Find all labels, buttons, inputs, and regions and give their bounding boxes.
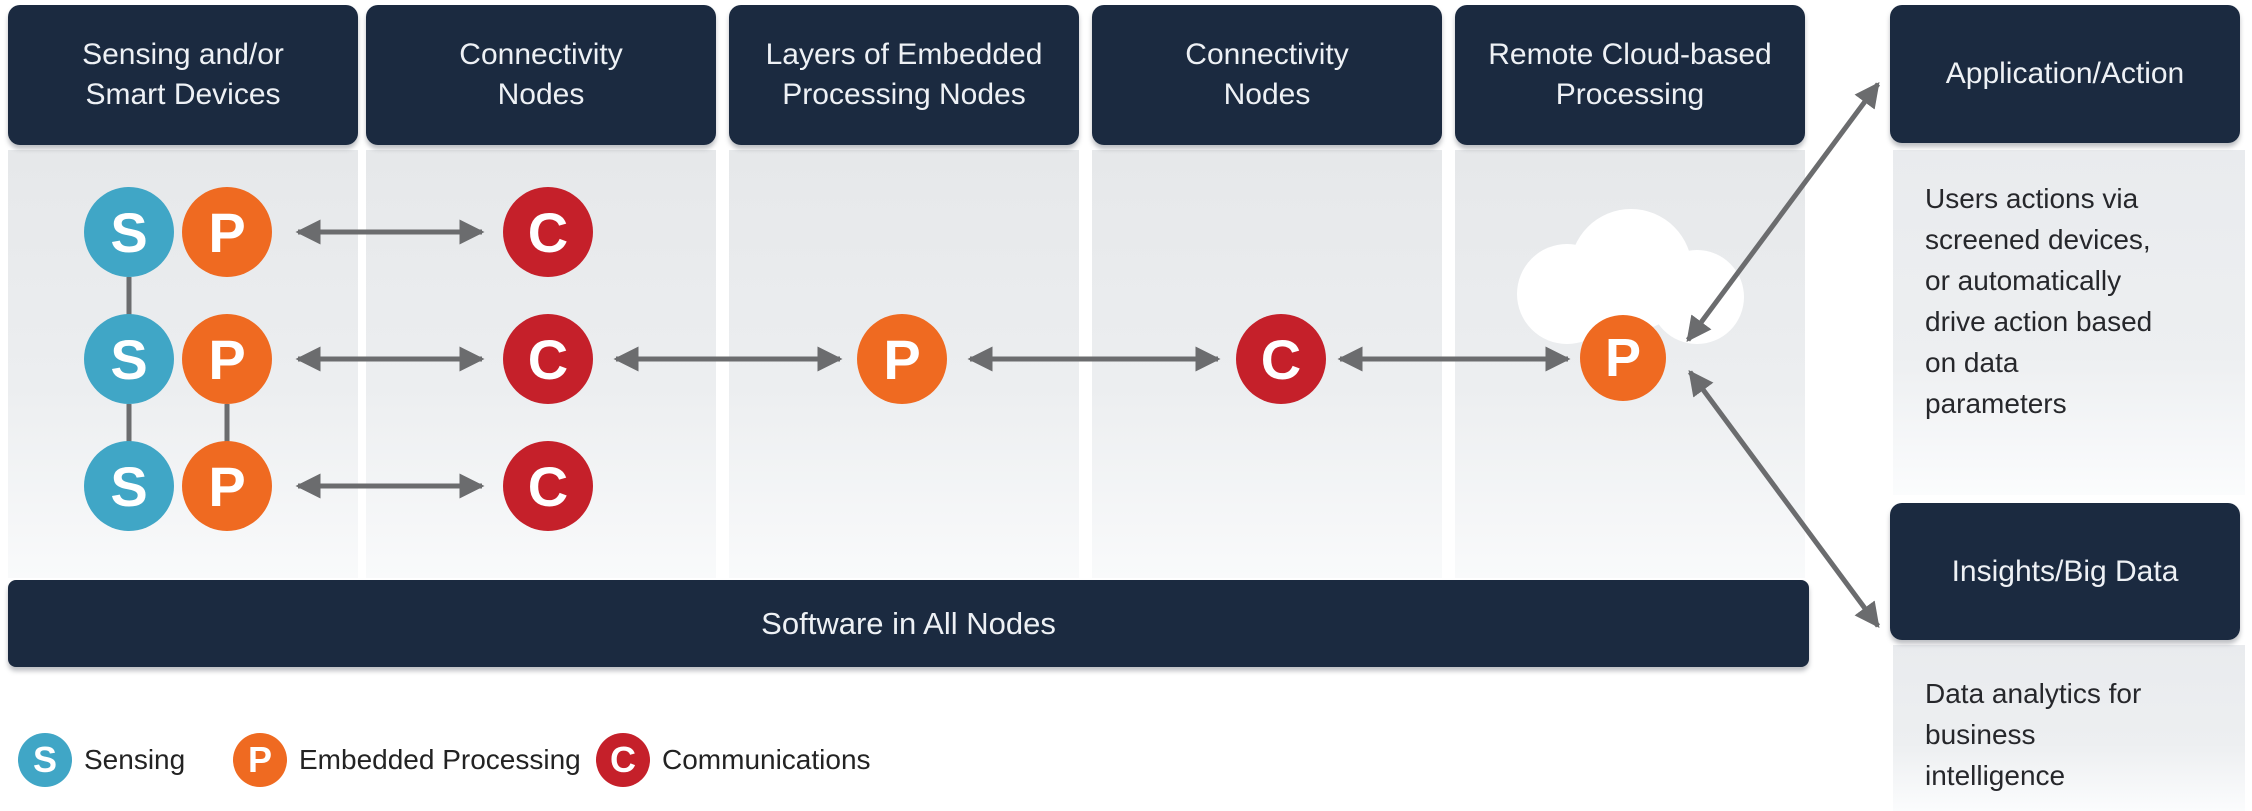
application-action-header: Application/Action <box>1890 5 2240 143</box>
processing-node: P <box>182 441 272 531</box>
communications-legend-icon: C <box>596 733 650 787</box>
processing-legend-icon: P <box>233 733 287 787</box>
column-header-sensing-devices: Sensing and/or Smart Devices <box>8 5 358 145</box>
column-header-connectivity-1: Connectivity Nodes <box>366 5 716 145</box>
column-header-label: Sensing and/or Smart Devices <box>82 38 284 111</box>
legend-label-communications: Communications <box>662 744 871 775</box>
node-letter: C <box>527 454 569 518</box>
software-banner-label: Software in All Nodes <box>761 605 1056 641</box>
legend-letter: C <box>610 739 636 780</box>
column-header-cloud-processing: Remote Cloud-based Processing <box>1455 5 1805 145</box>
node-letter: C <box>1260 327 1302 391</box>
processing-node: P <box>857 314 947 404</box>
column-header-embedded-processing: Layers of Embedded Processing Nodes <box>729 5 1079 145</box>
legend-item-processing: P Embedded Processing <box>233 733 581 787</box>
insights-big-data-label: Insights/Big Data <box>1951 554 2179 588</box>
communications-node: C <box>503 187 593 277</box>
sensing-node: S <box>84 314 174 404</box>
communications-node: C <box>503 314 593 404</box>
column-header-label: Connectivity Nodes <box>459 38 623 111</box>
node-letter: P <box>208 454 246 518</box>
legend-letter: P <box>247 739 272 780</box>
node-letter: C <box>527 327 569 391</box>
application-description: Users actions via screened devices, or a… <box>1893 150 2245 495</box>
column-header-label: Layers of Embedded Processing Nodes <box>765 38 1043 111</box>
communications-node: C <box>503 441 593 531</box>
node-letter: C <box>527 200 569 264</box>
sensing-legend-icon: S <box>18 733 72 787</box>
node-letter: S <box>110 200 148 264</box>
legend-item-communications: C Communications <box>596 733 871 787</box>
legend-item-sensing: S Sensing <box>18 733 185 787</box>
processing-node: P <box>182 187 272 277</box>
legend-letter: S <box>32 739 57 780</box>
sensing-node: S <box>84 441 174 531</box>
application-action-label: Application/Action <box>1945 57 2185 90</box>
insights-big-data-header: Insights/Big Data <box>1890 503 2240 640</box>
insights-description: Data analytics for business intelligence <box>1893 645 2245 811</box>
column-header-connectivity-2: Connectivity Nodes <box>1092 5 1442 145</box>
legend-label-processing: Embedded Processing <box>299 744 581 775</box>
node-letter: S <box>110 327 148 391</box>
node-letter: P <box>1604 328 1642 388</box>
cloud-processing-node: P <box>1580 315 1666 401</box>
node-letter: S <box>110 454 148 518</box>
node-letter: P <box>883 327 921 391</box>
processing-node: P <box>182 314 272 404</box>
communications-node: C <box>1236 314 1326 404</box>
sensing-node: S <box>84 187 174 277</box>
software-banner: Software in All Nodes <box>8 580 1809 667</box>
legend-label-sensing: Sensing <box>84 744 186 775</box>
node-letter: P <box>208 200 246 264</box>
column-header-label: Connectivity Nodes <box>1185 38 1349 111</box>
column-header-label: Remote Cloud-based Processing <box>1488 38 1772 111</box>
node-letter: P <box>208 327 246 391</box>
